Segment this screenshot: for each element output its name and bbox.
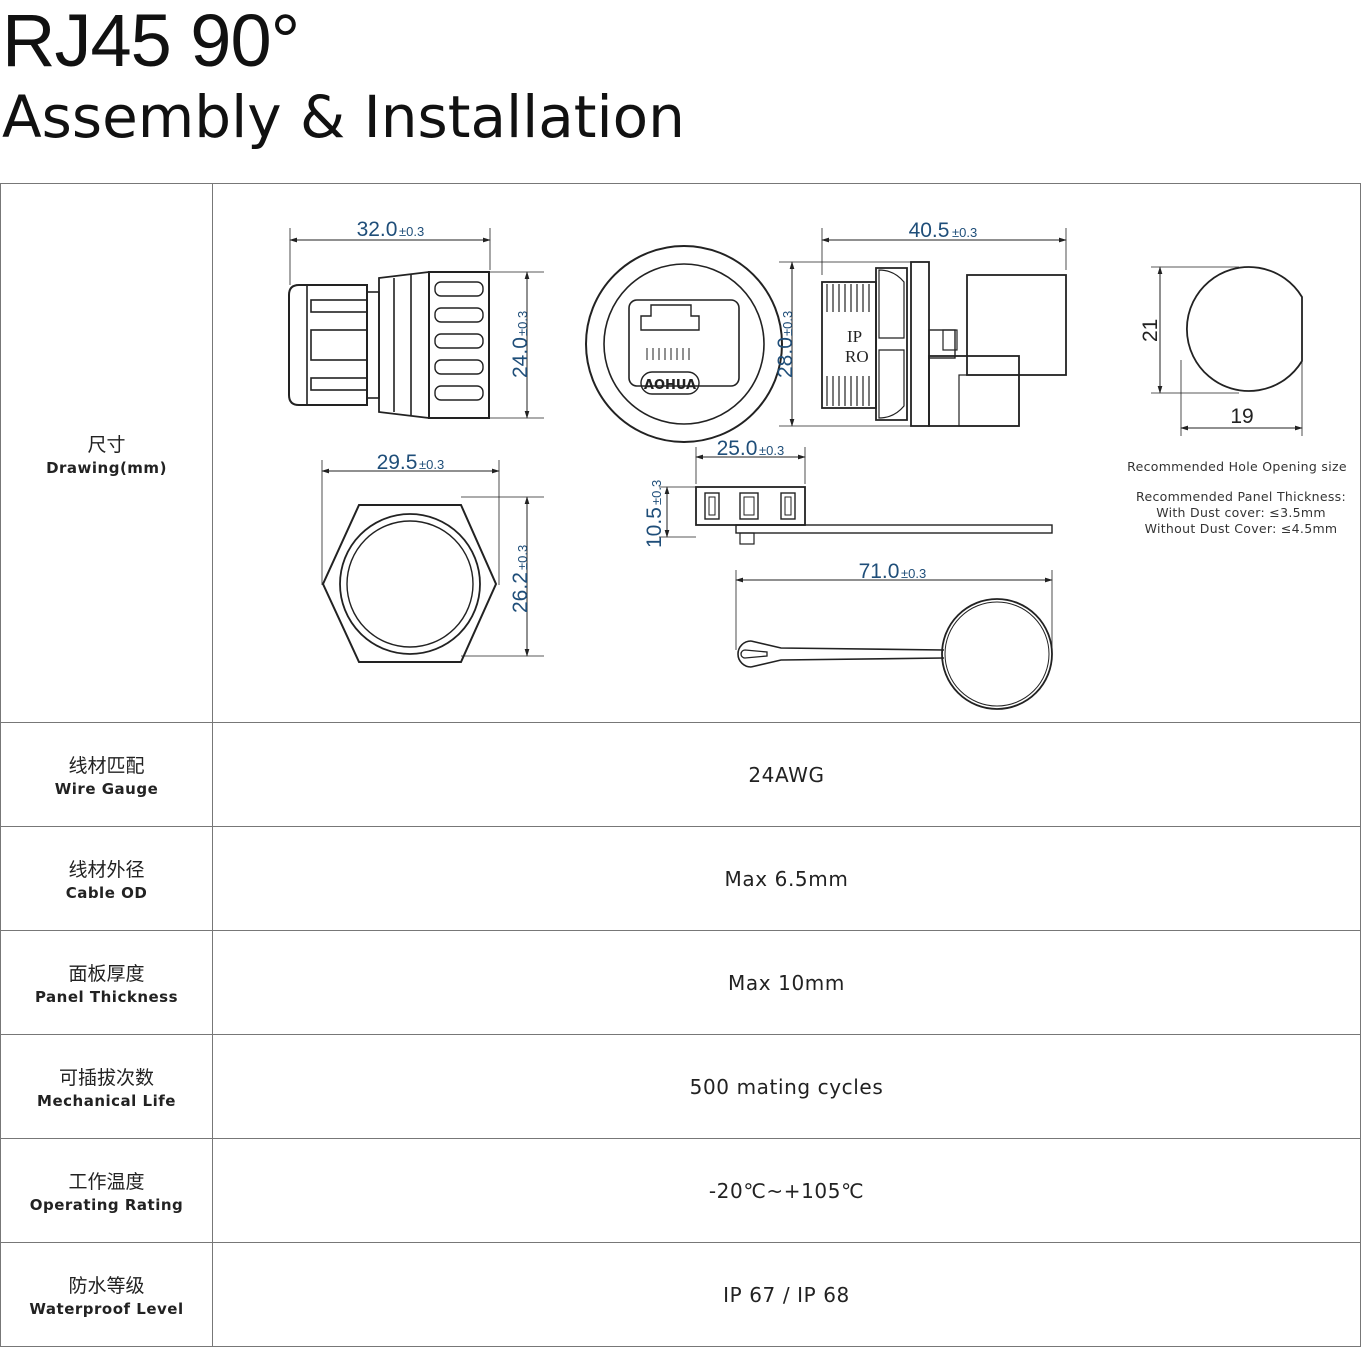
page-title: RJ45 90° [2, 0, 300, 82]
label-en: Wire Gauge [54, 780, 159, 798]
label-zh: 可插拔次数 [58, 1067, 154, 1089]
label-zh: 尺寸 [87, 433, 126, 456]
label-en: Waterproof Level [29, 1300, 184, 1318]
dim-29: 29.5 [377, 451, 418, 474]
value-mechanical-life: 500 mating cycles [212, 1034, 1361, 1139]
table-row-mechanical-life: 可插拔次数 Mechanical Life 500 mating cycles [0, 1034, 1361, 1139]
profile-view-drawing: 40.5 ±0.3 28.0 ±0.3 [774, 219, 1067, 427]
side-mark-ip: IP [847, 327, 862, 346]
dim-24-tol: ±0.3 [515, 311, 530, 336]
row-label-cable-od: 线材外径 Cable OD [0, 826, 213, 931]
table-row-wire-gauge: 线材匹配 Wire Gauge 24AWG [0, 722, 1361, 827]
dim-26: 26.2 [509, 572, 532, 613]
dim-32-tol: ±0.3 [399, 224, 424, 239]
label-zh: 线材匹配 [68, 755, 145, 777]
dim-25: 25.0 [717, 437, 758, 460]
spec-table: 尺寸 Drawing(mm) 32.0 ±0.3 [0, 183, 1361, 1347]
side-mark-ro: RO [845, 347, 869, 366]
drawing-cell: 32.0 ±0.3 [212, 183, 1361, 723]
brand-mark: AOHUA [644, 378, 696, 393]
dust-cover-side-drawing: 25.0 ±0.3 10.5 ±0.3 [643, 437, 1053, 548]
dim-71: 71.0 [859, 560, 900, 583]
label-en: Panel Thickness [34, 988, 179, 1006]
dim-10: 10.5 [643, 507, 666, 548]
label-zh: 面板厚度 [68, 963, 145, 985]
hole-opening-drawing: 21 19 Recommended Hole Opening size Reco… [1127, 266, 1347, 536]
note-hole: Recommended Hole Opening size [1127, 459, 1347, 474]
dim-29-tol: ±0.3 [419, 457, 444, 472]
dim-28: 28.0 [774, 337, 797, 378]
dust-cover-top-drawing: 71.0 ±0.3 [735, 560, 1053, 710]
label-zh: 线材外径 [68, 859, 145, 881]
table-row-cable-od: 线材外径 Cable OD Max 6.5mm [0, 826, 1361, 931]
dim-28-tol: ±0.3 [780, 311, 795, 336]
value-waterproof-level: IP 67 / IP 68 [212, 1242, 1361, 1347]
page-subtitle: Assembly & Installation [2, 83, 685, 151]
note-without-cover: Without Dust Cover: ≤4.5mm [1145, 521, 1338, 536]
front-view-drawing: AOHUA [585, 245, 783, 443]
dim-40-tol: ±0.3 [952, 225, 977, 240]
table-row-drawing: 尺寸 Drawing(mm) 32.0 ±0.3 [0, 183, 1361, 723]
dim-24: 24.0 [509, 337, 532, 378]
label-en: Drawing(mm) [46, 458, 167, 477]
note-panel-title: Recommended Panel Thickness: [1136, 489, 1346, 504]
note-with-cover: With Dust cover: ≤3.5mm [1156, 505, 1326, 520]
value-panel-thickness: Max 10mm [212, 930, 1361, 1035]
dim-10-tol: ±0.3 [649, 480, 664, 505]
side-view-drawing: 32.0 ±0.3 [288, 218, 544, 420]
row-label-wire-gauge: 线材匹配 Wire Gauge [0, 722, 213, 827]
label-zh: 工作温度 [68, 1171, 145, 1193]
row-label-waterproof-level: 防水等级 Waterproof Level [0, 1242, 213, 1347]
table-row-operating-rating: 工作温度 Operating Rating -20℃~+105℃ [0, 1138, 1361, 1243]
technical-drawing: 32.0 ±0.3 [288, 218, 1347, 710]
label-zh: 防水等级 [68, 1275, 145, 1297]
dim-25-tol: ±0.3 [759, 443, 784, 458]
value-wire-gauge: 24AWG [212, 722, 1361, 827]
table-row-panel-thickness: 面板厚度 Panel Thickness Max 10mm [0, 930, 1361, 1035]
label-en: Mechanical Life [37, 1092, 176, 1110]
dim-71-tol: ±0.3 [901, 566, 926, 581]
label-en: Cable OD [65, 884, 148, 902]
table-row-waterproof-level: 防水等级 Waterproof Level IP 67 / IP 68 [0, 1242, 1361, 1347]
hole-width: 19 [1230, 405, 1253, 428]
hex-nut-drawing: 29.5 ±0.3 26.2 ±0.3 [321, 451, 544, 663]
dim-40: 40.5 [909, 219, 950, 242]
hole-height: 21 [1139, 319, 1162, 342]
row-label-mechanical-life: 可插拔次数 Mechanical Life [0, 1034, 213, 1139]
value-cable-od: Max 6.5mm [212, 826, 1361, 931]
row-label-drawing: 尺寸 Drawing(mm) [0, 183, 213, 723]
label-en: Operating Rating [29, 1196, 184, 1214]
row-label-operating-rating: 工作温度 Operating Rating [0, 1138, 213, 1243]
dim-32: 32.0 [357, 218, 398, 241]
dim-26-tol: ±0.3 [515, 545, 530, 570]
value-operating-rating: -20℃~+105℃ [212, 1138, 1361, 1243]
row-label-panel-thickness: 面板厚度 Panel Thickness [0, 930, 213, 1035]
